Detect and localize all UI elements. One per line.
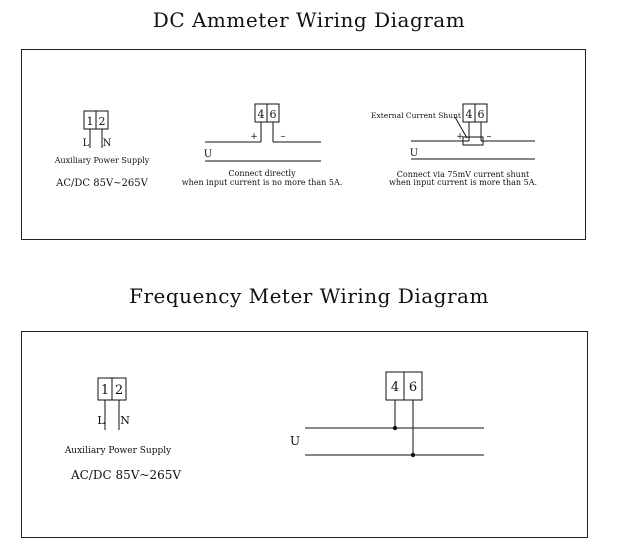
dc-shunt-caption-1: Connect via 75mV current shunt [397, 170, 530, 179]
dc-shunt-terminal-6: 6 [478, 108, 485, 121]
dc-aux-terminal-2: 2 [99, 115, 106, 128]
freq-input-terminal-4: 4 [391, 380, 399, 395]
dc-direct-minus: – [281, 131, 286, 142]
dc-direct-plus: + [250, 132, 258, 142]
freq-input-terminal-6: 6 [409, 380, 417, 395]
dc-shunt-u-label: U [410, 148, 418, 159]
freq-aux-terminal-2: 2 [115, 383, 123, 398]
dc-direct-terminal-6: 6 [270, 108, 277, 121]
freq-aux-voltage: AC/DC 85V~265V [70, 468, 181, 482]
dc-diagram-title: DC Ammeter Wiring Diagram [152, 8, 466, 32]
freq-junction-dot-2 [410, 452, 416, 458]
dc-aux-terminal-1: 1 [87, 115, 94, 128]
dc-direct-u-label: U [204, 149, 212, 160]
dc-direct-terminal-4: 4 [258, 108, 265, 121]
dc-wiring-panel [21, 49, 586, 240]
dc-aux-voltage: AC/DC 85V~265V [55, 178, 149, 189]
dc-aux-label-l: L [83, 138, 90, 149]
dc-shunt-plus: + [456, 132, 464, 142]
dc-shunt-pointer [454, 116, 468, 139]
freq-junction-dot-1 [392, 425, 398, 431]
dc-aux-label-n: N [103, 138, 112, 149]
freq-wiring-panel [21, 331, 588, 538]
dc-shunt-external-label: External Current Shunt [371, 111, 461, 120]
dc-shunt-minus: – [487, 131, 492, 142]
dc-direct-caption-2: when input current is no more than 5A. [182, 178, 343, 187]
dc-shunt-caption-2: when input current is more than 5A. [389, 178, 537, 187]
freq-aux-caption: Auxiliary Power Supply [64, 446, 172, 456]
freq-diagram-title: Frequency Meter Wiring Diagram [129, 284, 489, 308]
dc-aux-caption: Auxiliary Power Supply [54, 156, 150, 165]
dc-direct-caption-1: Connect directly [228, 169, 296, 178]
freq-aux-label-l: L [97, 414, 105, 427]
dc-shunt-resistor [462, 136, 484, 146]
dc-shunt-terminal-4: 4 [466, 108, 473, 121]
freq-input-u-label: U [290, 434, 300, 448]
freq-aux-label-n: N [120, 414, 130, 427]
freq-aux-terminal-1: 1 [101, 383, 109, 398]
